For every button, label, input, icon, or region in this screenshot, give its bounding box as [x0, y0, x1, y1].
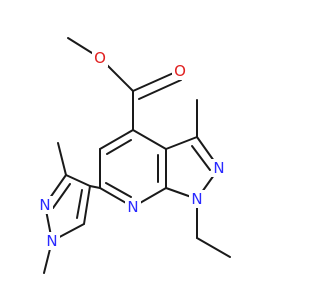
- bond-c5-c4-inner: [106, 139, 132, 155]
- bond-ch2-ch3: [196, 237, 231, 258]
- bond-c3a-c3: [165, 136, 198, 150]
- bond-c3-n2-inner: [191, 145, 211, 171]
- atom-o-carbonyl: O: [172, 62, 188, 80]
- bond-dmp-c3-methyl: [57, 142, 67, 176]
- atom-label-n-dmp-2: N: [39, 196, 50, 214]
- atom-label-n-pyridine: N: [127, 198, 138, 216]
- bond-carbonyl-double-2: [138, 79, 182, 100]
- atom-label-o-ester: O: [94, 49, 106, 67]
- atom-n-pyrazole-2: N: [211, 159, 227, 177]
- bond-dmp-c5-c4-inner: [76, 189, 83, 219]
- molecule-structure: O O N N N N N: [37, 37, 231, 274]
- bond-c6-dmp-c4: [89, 185, 101, 189]
- atom-label-n-dmp-1: N: [46, 232, 57, 250]
- atom-label-n-pyrazole-1: N: [191, 190, 202, 208]
- atom-label-o-carbonyl: O: [174, 62, 186, 80]
- bond-dmp-c3-n2-inner: [52, 183, 71, 209]
- atom-label-n-pyrazole-2: N: [213, 159, 224, 177]
- atom-n-pyridine: N: [125, 198, 141, 216]
- bond-carbonyl-double-1: [132, 70, 179, 92]
- atom-o-ester: O: [92, 49, 108, 67]
- bond-dmp-c5-c4: [83, 185, 91, 225]
- atom-label-layer: O O N N N N N: [37, 49, 227, 250]
- bond-npyr-c6-inner: [105, 182, 132, 198]
- atom-n-dmp-2: N: [37, 196, 53, 214]
- bond-layer: [43, 37, 231, 274]
- atom-n-dmp-1: N: [44, 232, 60, 250]
- bond-c5-c4: [99, 129, 134, 150]
- bond-dmp-c4-c3: [65, 174, 91, 187]
- bond-c4-c3a: [132, 129, 167, 150]
- atom-n-pyrazole-1: N: [189, 190, 205, 208]
